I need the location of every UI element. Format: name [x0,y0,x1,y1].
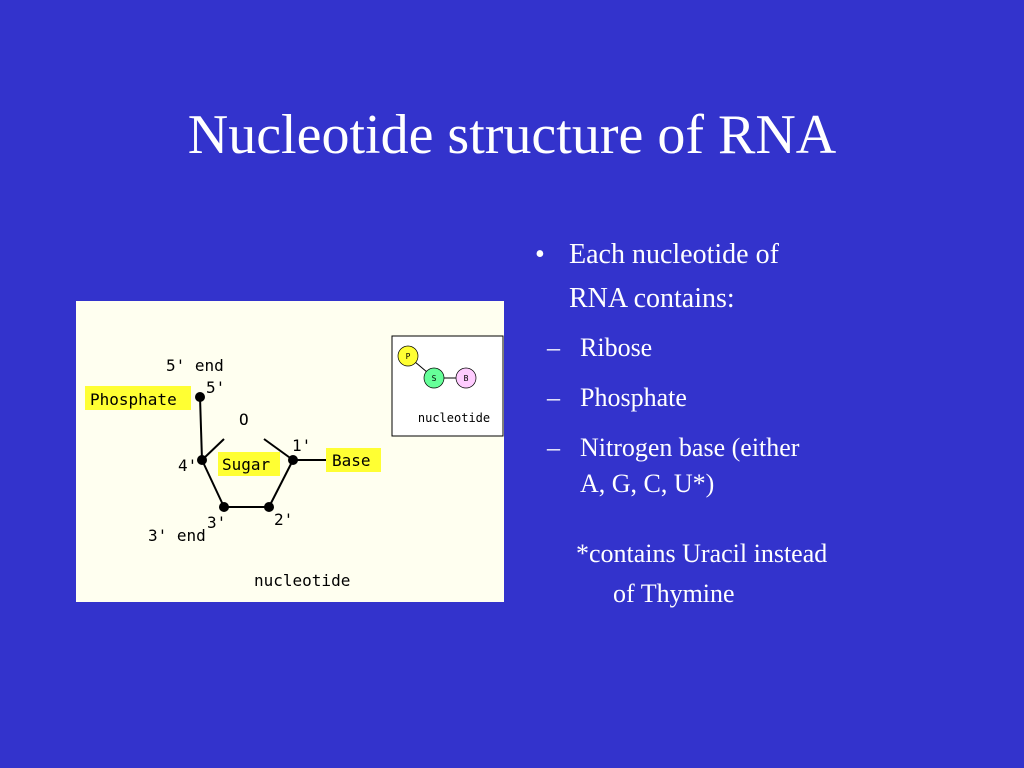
sub-bullet-line2: A, G, C, U*) [580,469,715,498]
base-box [326,448,381,472]
sub-bullet-line1: Nitrogen base (either [580,433,800,462]
bullet-list: • Each nucleotide of RNA contains: – Rib… [535,233,955,614]
dash-marker: – [547,433,560,462]
bullet-marker: • [535,239,545,270]
c1-label: 1' [292,436,311,455]
inset-b-label: B [464,374,469,383]
sugar-label: Sugar [222,455,271,474]
inset-p-label: P [406,352,411,361]
diagram-caption: nucleotide [254,571,350,590]
base-label: Base [332,451,371,470]
c5-bond [199,396,203,461]
nucleotide-diagram: 5' end 5' Phosphate O 1' Base Sugar 4' 3… [76,301,504,602]
note-line1: *contains Uracil instead [576,539,828,568]
slide-title: Nucleotide structure of RNA [187,104,837,166]
c5-label: 5' [206,378,225,397]
main-bullet-line2: RNA contains: [569,283,735,314]
sub-bullet-phosphate: – Phosphate [535,373,955,423]
sub-bullet-list: – Ribose – Phosphate – Nitrogen base (ei… [535,323,955,502]
inset-base-circle [455,367,477,389]
sugar-box [218,452,280,476]
main-bullet: • Each nucleotide of RNA contains: [535,233,955,321]
main-bullet-line1: Each nucleotide of [569,239,779,270]
sugar-ring [199,396,326,508]
sub-bullet-text: Ribose [580,333,653,362]
c4-label: 4' [178,456,197,475]
phosphate-label: Phosphate [90,390,177,409]
dash-marker: – [547,333,560,362]
sub-bullet-text: Nitrogen base (either A, G, C, U*) [580,423,880,502]
note-line2: of Thymine [613,579,735,608]
sub-bullet-nitrogen-base: – Nitrogen base (either A, G, C, U*) [535,423,955,502]
sub-bullet-ribose: – Ribose [535,323,955,373]
c2-label: 2' [274,510,293,529]
nucleotide-diagram-svg: 5' end 5' Phosphate O 1' Base Sugar 4' 3… [85,335,504,590]
inset-s-label: S [432,374,437,383]
inset-sugar-circle [423,367,445,389]
c3-label: 3' [207,513,226,532]
sub-bullet-text: Phosphate [580,383,687,412]
three-prime-end-label: 3' end [148,526,206,545]
five-prime-end-label: 5' end [166,356,224,375]
oxygen-label: O [239,410,249,429]
inset-caption: nucleotide [418,411,490,425]
carbon-dots [195,392,298,512]
phosphate-box [85,386,191,410]
inset-phosphate-circle [397,345,419,367]
inset-schematic: P S B nucleotide [391,335,504,437]
uracil-note: *contains Uracil instead of Thymine [535,534,955,614]
dash-marker: – [547,383,560,412]
